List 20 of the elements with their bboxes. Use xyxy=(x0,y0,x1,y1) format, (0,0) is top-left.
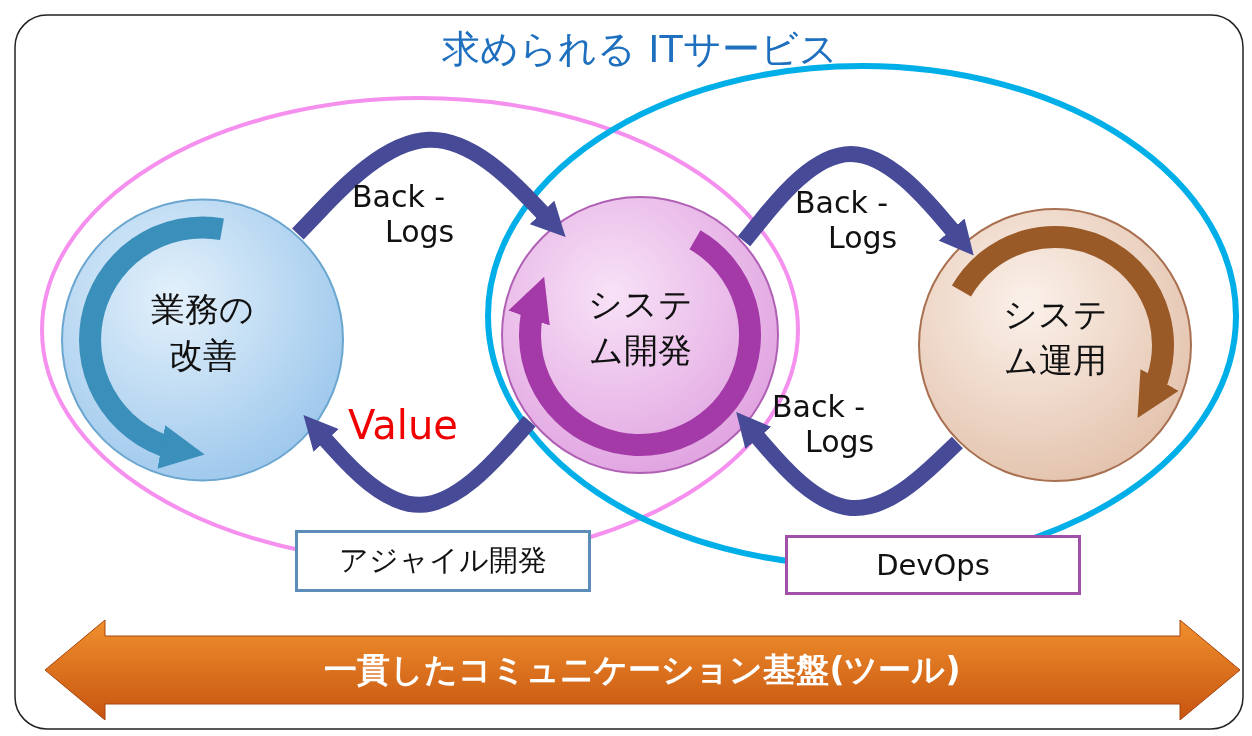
node-label: DevOps xyxy=(876,548,990,582)
process-circle xyxy=(917,205,1193,485)
node-label: システム開発 xyxy=(586,283,694,372)
curved-arrow xyxy=(303,415,536,513)
curved-arrow xyxy=(292,131,566,240)
process-circle xyxy=(60,195,345,485)
edge-label: Value xyxy=(348,402,458,448)
diagram-title: 求められる ITサービス xyxy=(441,26,839,73)
node-label: アジャイル開発 xyxy=(339,542,547,579)
edge-label: Back -Logs xyxy=(352,180,456,249)
edge-label: Back -Logs xyxy=(772,390,876,459)
node-label: システム運用 xyxy=(1001,293,1109,382)
edge-label: Back -Logs xyxy=(795,186,899,255)
double-arrow-band xyxy=(45,620,1240,720)
curved-arrow xyxy=(736,412,963,516)
band-label: 一貫したコミュニケーション基盤(ツール) xyxy=(324,648,961,691)
label-box xyxy=(785,535,1081,595)
label-box xyxy=(295,530,591,592)
node-label: 業務の改善 xyxy=(150,288,255,377)
curved-arrow xyxy=(737,145,974,256)
